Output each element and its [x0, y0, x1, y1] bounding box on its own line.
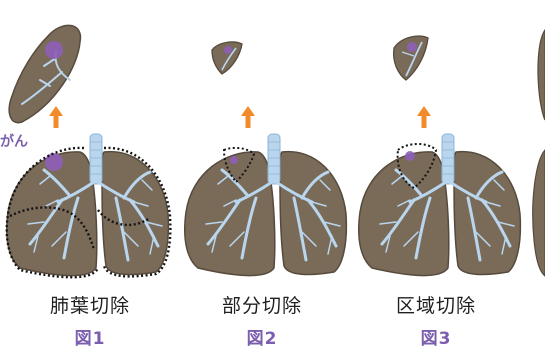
panel-1-art — [7, 25, 171, 277]
panel-1-caption: 肺葉切除 — [10, 291, 170, 318]
panel-3-figure-label: 図3 — [356, 324, 516, 349]
panel-1-figure-label: 図1 — [10, 324, 170, 349]
panel-3-art — [359, 36, 521, 275]
cancer-label: がん — [0, 131, 28, 151]
panel-2-caption: 部分切除 — [182, 291, 342, 318]
panel-2-art — [185, 42, 347, 276]
partial-lung-edge — [533, 30, 545, 276]
panel-3-caption: 区域切除 — [356, 291, 516, 318]
panel-2-figure-label: 図2 — [182, 324, 342, 349]
